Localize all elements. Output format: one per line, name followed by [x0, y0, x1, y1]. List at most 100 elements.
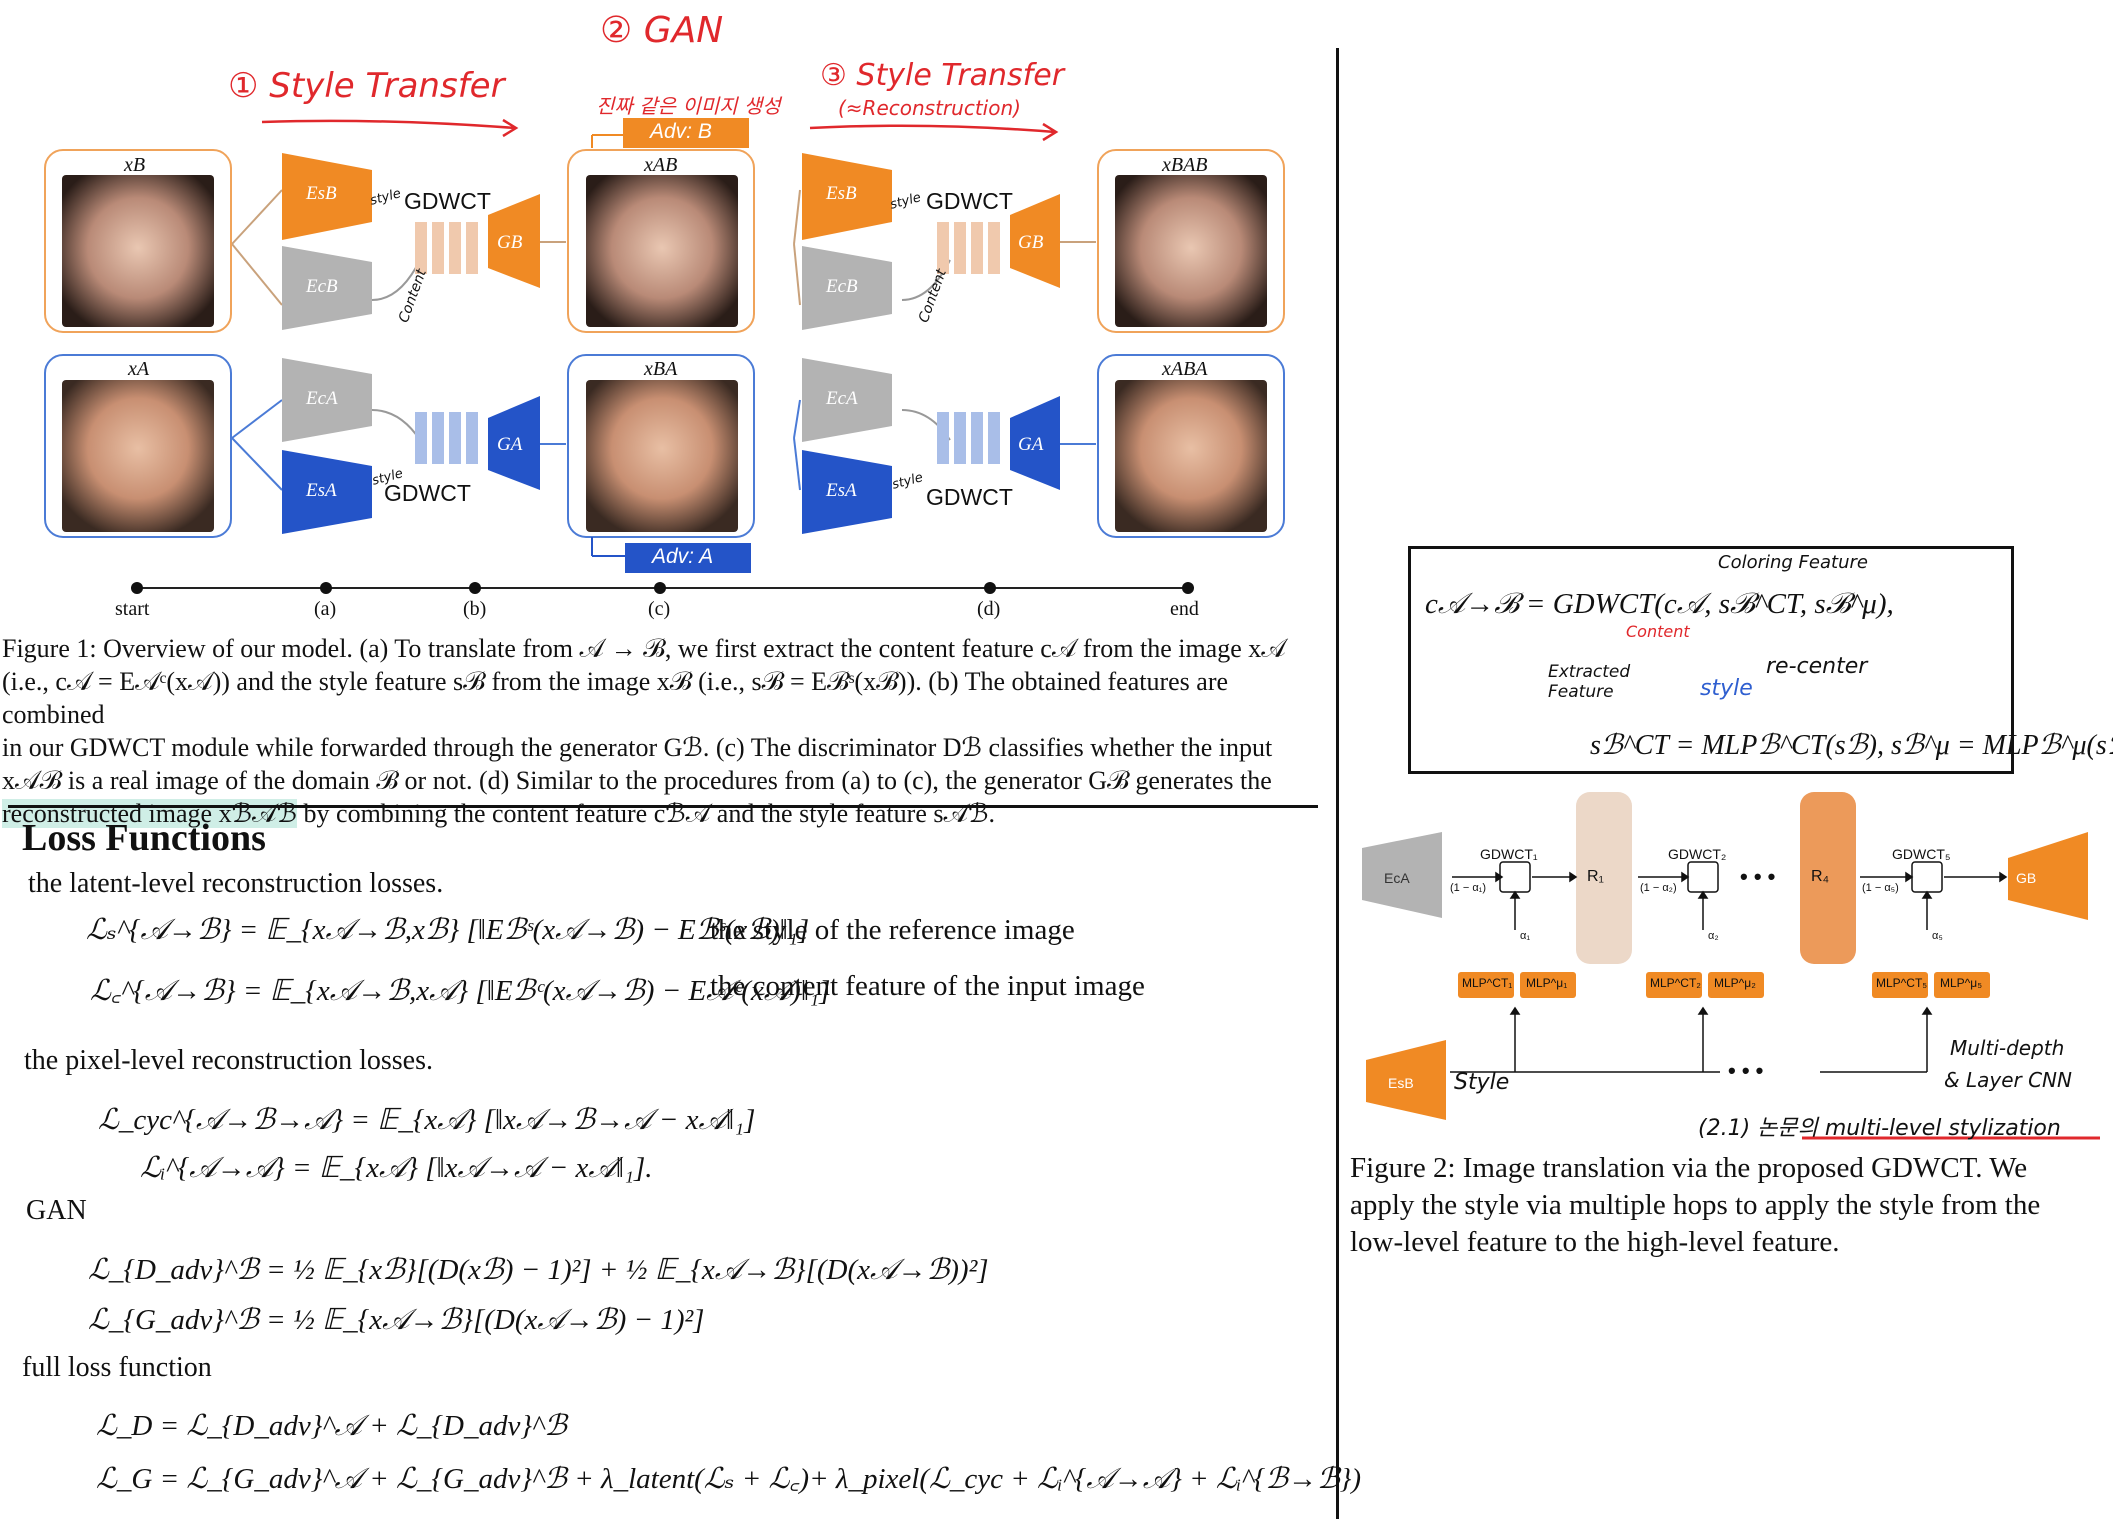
timeline-end: end: [1170, 598, 1199, 620]
equation-lg: ℒ_G = ℒ_{G_adv}^𝒜 + ℒ_{G_adv}^ℬ + λ_late…: [96, 1463, 1362, 1495]
equation-content-note: the content feature of the input image: [710, 970, 1145, 1002]
fig2-mlp: MLP^CT₂: [1650, 976, 1701, 990]
caption-line: in our GDWCT module while forwarded thro…: [2, 733, 1273, 762]
annotation-step2-note: 진짜 같은 이미지 생성: [596, 94, 781, 118]
annotation-style: style: [1700, 676, 1753, 701]
figure2-caption: Figure 2: Image translation via the prop…: [1350, 1150, 2110, 1261]
figure1-caption: Figure 1: Overview of our model. (a) To …: [2, 632, 1320, 830]
fig2-alpha-in: (1 − α₁): [1450, 882, 1487, 894]
fig2-mlp: MLP^CT₁: [1462, 976, 1513, 990]
fig2-gdwct1: GDWCT₁: [1480, 846, 1538, 862]
equation-identity-loss: ℒᵢ^{𝒜→𝒜} = 𝔼_{x𝒜} [‖x𝒜→𝒜 − x𝒜‖₁].: [140, 1152, 653, 1184]
timeline-a: (a): [314, 598, 337, 620]
pixel-intro: the pixel-level reconstruction losses.: [24, 1045, 433, 1076]
fig2-gdwct2: GDWCT₂: [1668, 846, 1727, 862]
formula-mlp: sℬ^CT = MLPℬ^CT(sℬ), sℬ^μ = MLPℬ^μ(sℬ): [1590, 730, 2113, 761]
fig2-gdwct5: GDWCT₅: [1892, 846, 1951, 862]
fig2-mlp: MLP^CT₅: [1876, 976, 1928, 990]
annotation-content: Content: [1626, 622, 1690, 641]
encoder-label: EsA: [826, 480, 857, 501]
figure1-diagram: [44, 118, 1285, 594]
adv-b-label: Adv: B: [650, 120, 712, 143]
annotation-step1: ① Style Transfer: [228, 66, 505, 106]
fig2-alpha: α₂: [1708, 930, 1719, 942]
vertical-divider: [1336, 48, 1339, 1519]
caption-line: by combining the content feature cℬ𝒜 and…: [297, 799, 996, 828]
fig2-alpha-in: (1 − α₂): [1640, 882, 1677, 894]
loss-heading: Loss Functions: [22, 817, 266, 859]
fig2-esb: EsB: [1388, 1075, 1414, 1091]
annotation-extracted: Extracted Feature: [1548, 662, 1631, 702]
caption-line: x𝒜ℬ is a real image of the domain ℬ or n…: [2, 766, 1272, 795]
gan-label: GAN: [26, 1195, 87, 1226]
label-xbab: xBAB: [1162, 154, 1208, 176]
timeline-start: start: [115, 598, 150, 620]
equation-d-adv: ℒ_{D_adv}^ℬ = ½ 𝔼_{xℬ}[(D(xℬ) − 1)²] + ½…: [88, 1254, 989, 1286]
timeline-d: (d): [977, 598, 1001, 620]
encoder-label: EsB: [826, 183, 857, 204]
fig2-mlp: MLP^μ₁: [1526, 976, 1568, 990]
equation-cyc-loss: ℒ_cyc^{𝒜→ℬ→𝒜} = 𝔼_{x𝒜} [‖x𝒜→ℬ→𝒜 − x𝒜‖₁]: [98, 1104, 756, 1136]
gdwct-label: GDWCT: [926, 188, 1013, 214]
caption-line: Figure 2: Image translation via the prop…: [1350, 1152, 2028, 1184]
encoder-label: EcA: [826, 388, 858, 409]
fig2-alpha-in: (1 − α₅): [1862, 882, 1899, 894]
timeline-b: (b): [463, 598, 487, 620]
fig2-alpha: α₁: [1520, 930, 1531, 942]
formula-box: [1408, 546, 2014, 774]
gdwct-label: GDWCT: [926, 484, 1013, 510]
equation-style-note: the style of the reference image: [710, 914, 1075, 946]
equation-style-loss: ℒₛ^{𝒜→ℬ} = 𝔼_{x𝒜→ℬ,xℬ} [‖Eℬˢ(x𝒜→ℬ) − Eℬˢ…: [86, 914, 810, 946]
caption-highlight: reconstructed image xℬ𝒜ℬ: [2, 799, 298, 828]
gdwct-label: GDWCT: [404, 188, 491, 214]
fig2-dots: • • •: [1740, 864, 1776, 889]
fig2-annotation-section: (2.1) 논문의 multi-level stylization: [1698, 1116, 2061, 1141]
fig2-dots: • • •: [1728, 1058, 1764, 1083]
fig2-eca: EcA: [1384, 870, 1410, 886]
label-xaba: xABA: [1162, 358, 1208, 380]
caption-line: low-level feature to the high-level feat…: [1350, 1226, 1840, 1258]
annotation-step3-sub: (≈Reconstruction): [838, 96, 1021, 120]
generator-label: GA: [1018, 434, 1044, 455]
label-xa: xA: [128, 358, 150, 380]
encoder-label: EcB: [306, 276, 338, 297]
full-loss-label: full loss function: [22, 1352, 212, 1383]
fig2-mlp: MLP^μ₅: [1940, 976, 1983, 990]
encoder-label: EsA: [306, 480, 337, 501]
encoder-label: EcB: [826, 276, 858, 297]
latent-intro: the latent-level reconstruction losses.: [28, 868, 444, 899]
fig2-alpha: α₅: [1932, 930, 1943, 942]
fig2-annotation-multi: Multi-depth: [1950, 1036, 2065, 1060]
label-xb: xB: [124, 154, 146, 176]
fig2-style-annotation: Style: [1454, 1070, 1510, 1095]
label-xab: xAB: [644, 154, 678, 176]
equation-ld: ℒ_D = ℒ_{D_adv}^𝒜 + ℒ_{D_adv}^ℬ: [96, 1410, 567, 1442]
annotation-coloring: Coloring Feature: [1718, 552, 1868, 573]
timeline-c: (c): [648, 598, 671, 620]
encoder-label: EcA: [306, 388, 338, 409]
generator-label: GB: [1018, 232, 1044, 253]
figure2-diagram: [1362, 792, 2100, 1140]
gdwct-label: GDWCT: [384, 480, 471, 506]
fig2-annotation-layer: & Layer CNN: [1944, 1068, 2072, 1092]
formula-main: c𝒜→ℬ = GDWCT(c𝒜, sℬ^CT, sℬ^μ),: [1425, 588, 1894, 620]
generator-label: GA: [497, 434, 523, 455]
caption-line: (i.e., c𝒜 = E𝒜ᶜ(x𝒜)) and the style featu…: [2, 667, 1229, 729]
fig2-mlp: MLP^μ₂: [1714, 976, 1756, 990]
equation-g-adv: ℒ_{G_adv}^ℬ = ½ 𝔼_{x𝒜→ℬ}[(D(x𝒜→ℬ) − 1)²]: [88, 1304, 705, 1336]
horizontal-divider: [8, 805, 1318, 808]
fig2-r1: R₁: [1587, 868, 1604, 885]
annotation-step2: ② GAN: [600, 10, 724, 51]
equation-content-loss: ℒ꜀^{𝒜→ℬ} = 𝔼_{x𝒜→ℬ,x𝒜} [‖Eℬᶜ(x𝒜→ℬ) − E𝒜ᶜ…: [90, 975, 831, 1007]
generator-label: GB: [497, 232, 523, 253]
caption-line: Figure 1: Overview of our model. (a) To …: [2, 634, 1286, 663]
face-images: [62, 175, 1267, 532]
fig2-r4: R₄: [1811, 868, 1830, 885]
label-xba: xBA: [644, 358, 678, 380]
adv-a-label: Adv: A: [652, 545, 714, 568]
annotation-step3: ③ Style Transfer: [820, 58, 1065, 93]
encoder-label: EsB: [306, 183, 337, 204]
annotation-recenter: re-center: [1766, 654, 1868, 679]
caption-line: apply the style via multiple hops to app…: [1350, 1189, 2041, 1221]
fig2-gb: GB: [2016, 870, 2037, 886]
